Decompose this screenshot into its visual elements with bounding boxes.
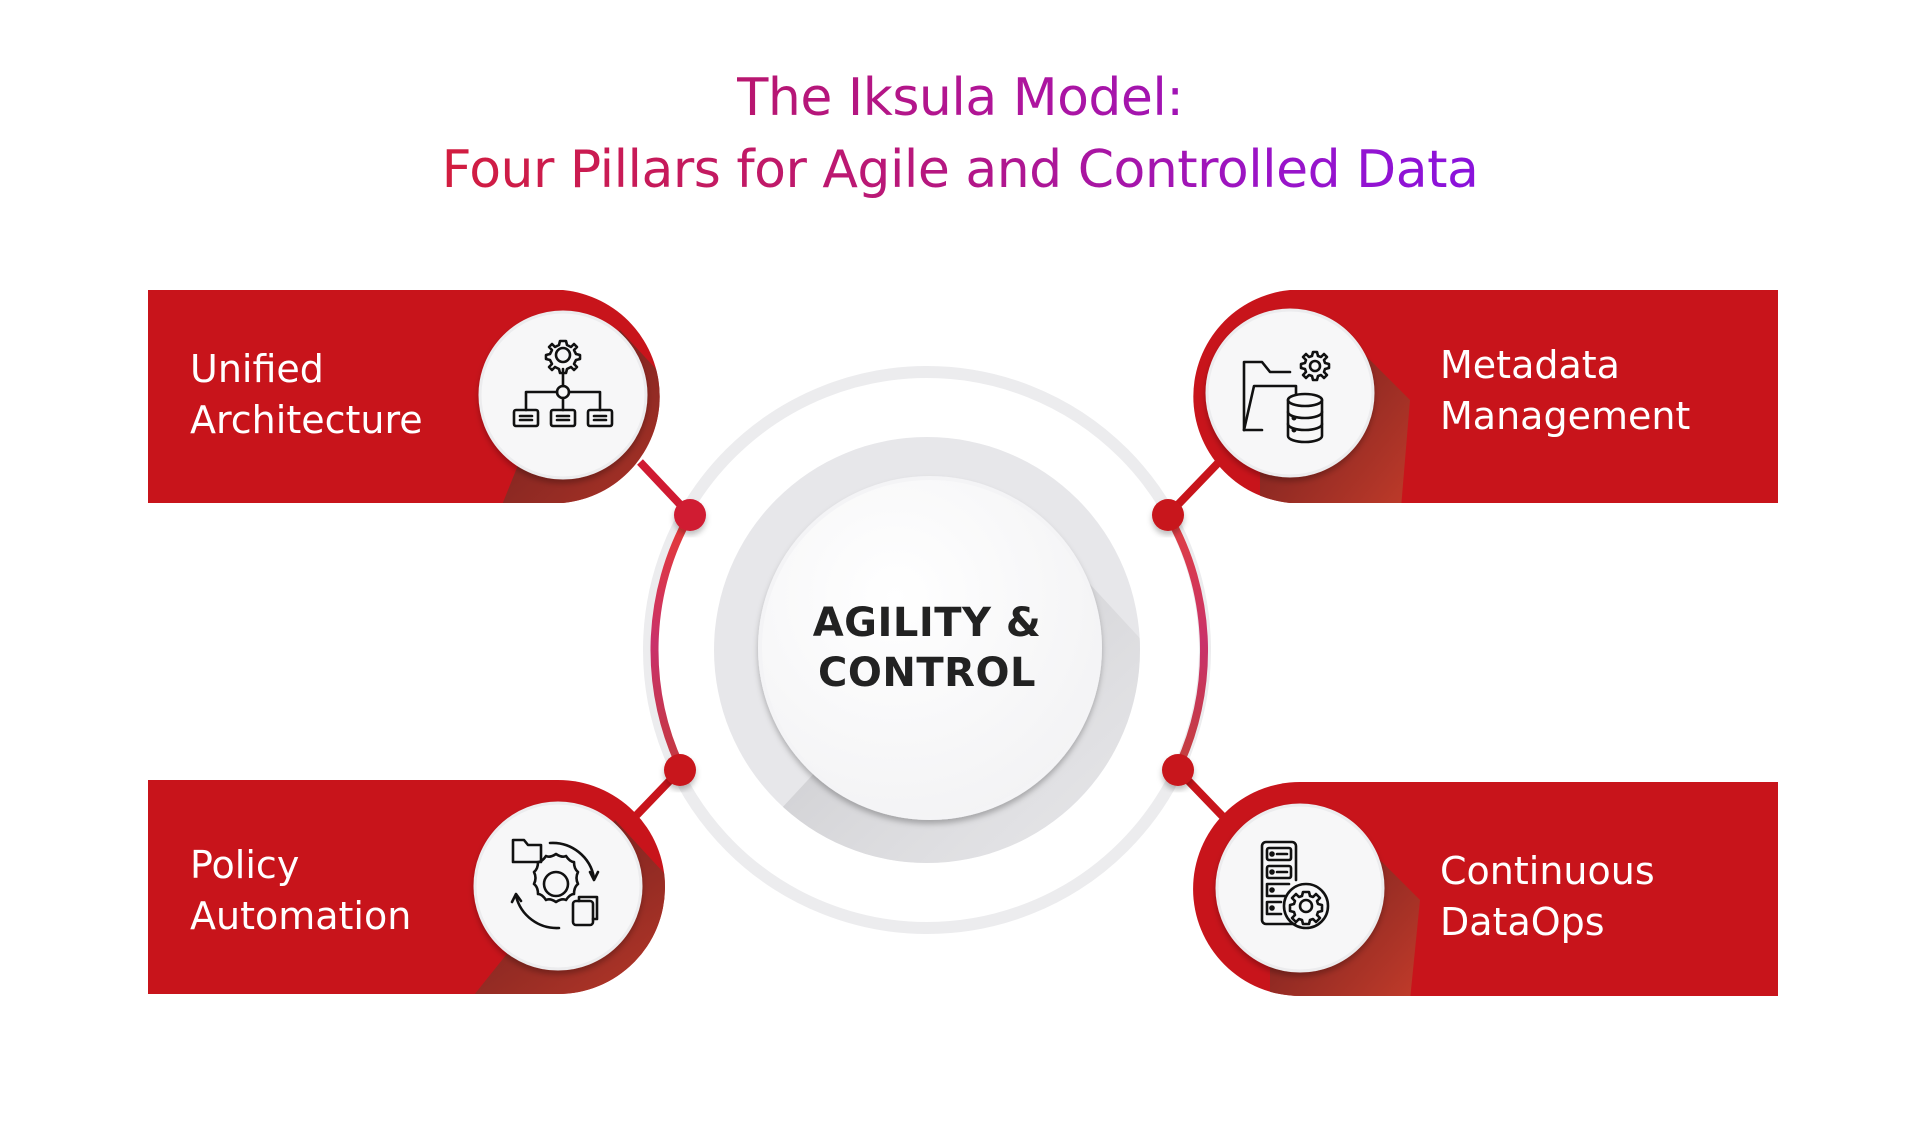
center-white-disc <box>758 476 1102 820</box>
icon-badge <box>1215 803 1385 973</box>
right-connector-arc <box>1164 511 1208 776</box>
connector-dot-top-right <box>1152 499 1184 531</box>
title-line-1: The Iksula Model: <box>0 62 1920 134</box>
connector-dot-top-left <box>674 499 706 531</box>
pillar-label-policy-automation: Policy Automation <box>190 840 411 942</box>
pillar-label-line-1: Policy <box>190 843 300 887</box>
pillar-card-unified-architecture <box>148 290 660 503</box>
connector-dot-bottom-left <box>664 754 696 786</box>
connector-dot-bottom-right <box>1162 754 1194 786</box>
pillar-label-line-2: DataOps <box>1440 900 1605 944</box>
folder-database-gear-icon <box>1242 350 1331 444</box>
pillar-label-continuous-dataops: Continuous DataOps <box>1440 846 1655 948</box>
pillar-card-metadata-management <box>1193 290 1778 503</box>
pillar-card-continuous-dataops <box>1193 782 1778 996</box>
pillar-card-policy-automation <box>148 780 665 994</box>
pillar-label-line-1: Unified <box>190 347 324 391</box>
icon-badge <box>1205 308 1375 478</box>
pillar-label-line-2: Architecture <box>190 398 423 442</box>
icon-badge <box>473 801 643 971</box>
center-label-line-1: AGILITY & <box>812 600 1042 646</box>
hierarchy-gear-icon <box>512 339 614 428</box>
pillar-label-line-1: Continuous <box>1440 849 1655 893</box>
center-label: AGILITY & CONTROL <box>777 598 1077 698</box>
pillar-label-metadata-management: Metadata Management <box>1440 340 1690 442</box>
pillar-label-line-2: Management <box>1440 394 1691 438</box>
pillar-label-line-1: Metadata <box>1440 343 1620 387</box>
left-connector-arc <box>650 511 694 776</box>
server-gear-icon <box>1260 840 1330 930</box>
pillar-label-unified-architecture: Unified Architecture <box>190 344 423 446</box>
title-line-2: Four Pillars for Agile and Controlled Da… <box>0 134 1920 206</box>
center-label-line-2: CONTROL <box>818 650 1036 696</box>
icon-badge <box>478 310 648 480</box>
pillar-label-line-2: Automation <box>190 894 412 938</box>
cycle-gear-documents-icon <box>510 838 600 930</box>
